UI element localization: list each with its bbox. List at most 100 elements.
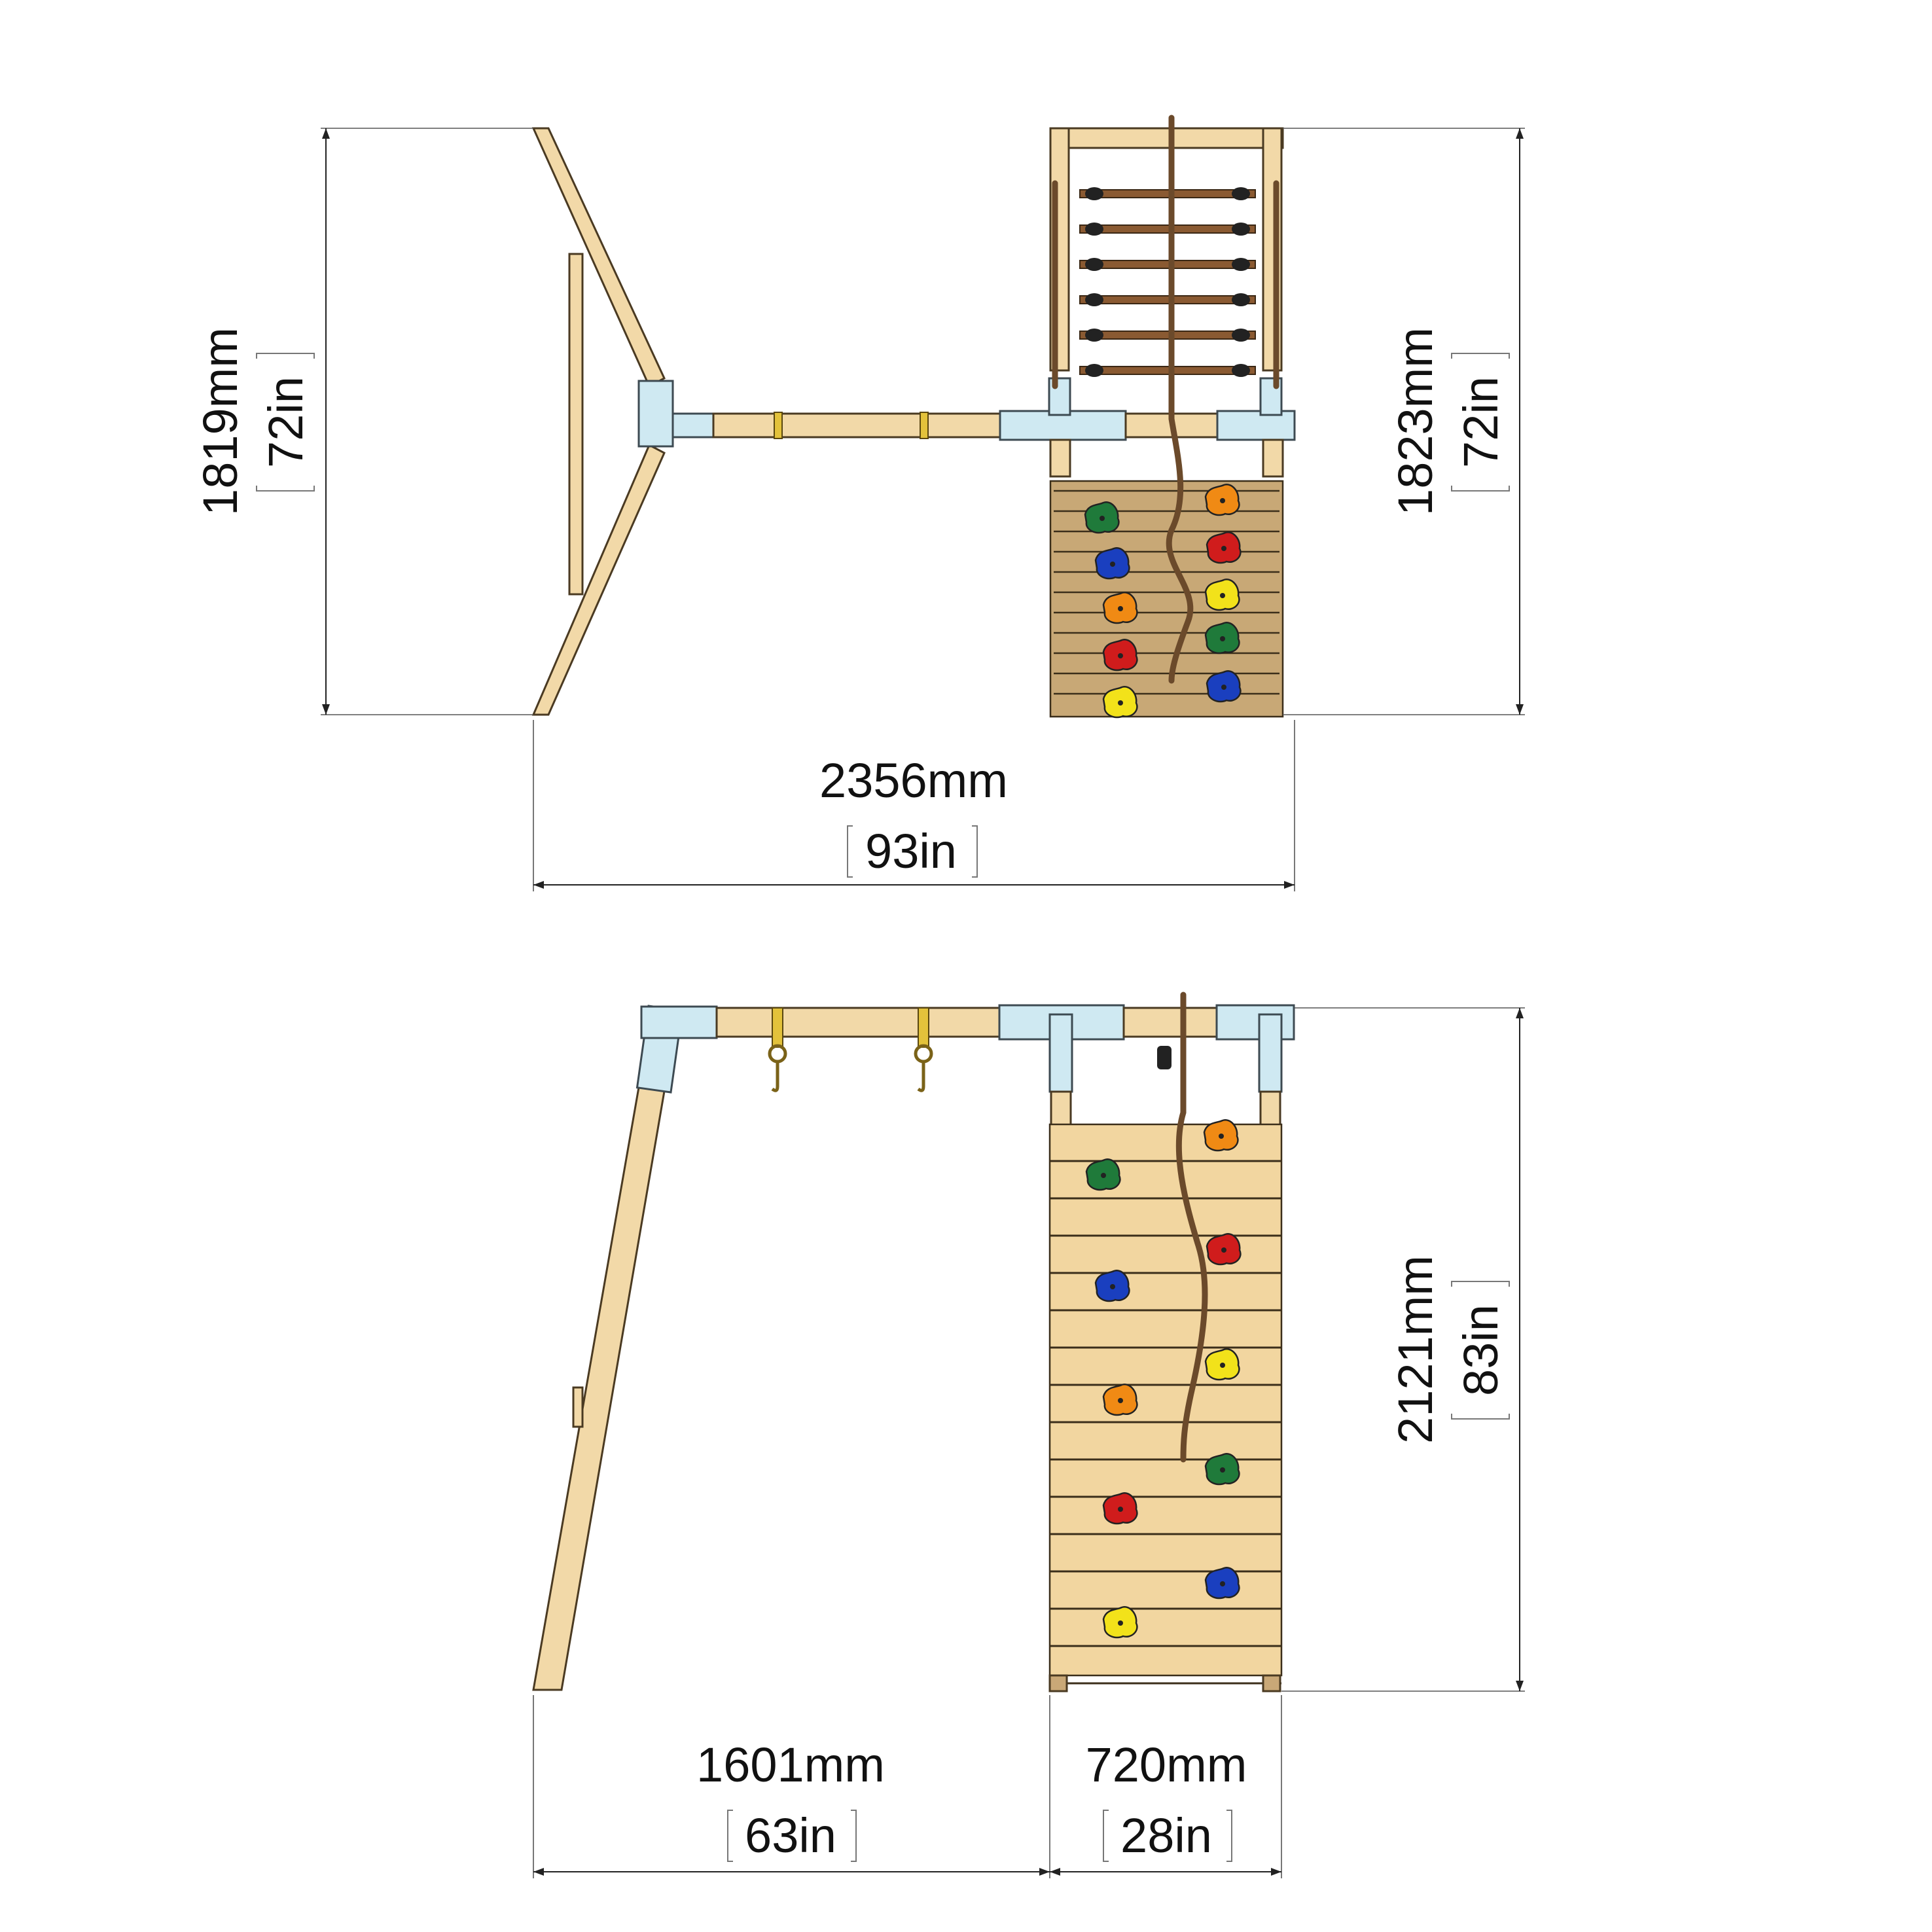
ladder-knot: [1232, 293, 1250, 306]
hold-bolt: [1118, 1398, 1123, 1403]
a-frame-bracket: [637, 380, 674, 448]
climbing-hold: [1084, 501, 1120, 534]
hold-bolt: [1118, 1620, 1123, 1626]
dim-top-right-height-mm: 1823mm: [1388, 327, 1442, 516]
climbing-hold: [1102, 592, 1138, 624]
dim-front-height-mm: 2121mm: [1388, 1255, 1442, 1444]
swing-hook-front-1: [768, 1007, 787, 1092]
dim-top-left-height-mm: 1819mm: [193, 327, 247, 516]
climbing-hold: [1206, 531, 1242, 564]
hold-bolt: [1220, 1581, 1225, 1586]
climbing-hold: [1204, 1453, 1240, 1486]
hold-bolt: [1220, 1363, 1225, 1368]
tower-lower-post-right: [1262, 438, 1284, 478]
hold-bolt: [1110, 1284, 1115, 1289]
dim-front-width-left: 1601mm 63in: [533, 1695, 1050, 1878]
climbing-hold: [1204, 484, 1240, 516]
climbing-holds-front: [1085, 1119, 1242, 1639]
beam-segment: [712, 412, 1003, 438]
dim-top-right-height: 1823mm 72in: [1283, 128, 1525, 715]
a-frame-brace: [568, 253, 584, 596]
climbing-hold: [1203, 1119, 1239, 1152]
dim-front-height: 2121mm 83in: [1281, 1007, 1525, 1692]
dim-top-width: 2356mm 93in: [533, 720, 1295, 891]
dim-front-width-right-in: 28in: [1120, 1808, 1212, 1863]
dim-top-left-height-in: 72in: [259, 376, 313, 468]
hold-bolt: [1100, 516, 1105, 521]
climbing-hold: [1102, 1492, 1138, 1525]
beam-connector-right: [1216, 410, 1296, 441]
climbing-holds-top: [1084, 484, 1242, 719]
tower-front-bracket-right: [1258, 1013, 1283, 1093]
dim-front-width-left-mm: 1601mm: [696, 1738, 885, 1792]
ladder-knot: [1232, 223, 1250, 236]
a-frame-brace-front: [572, 1386, 584, 1428]
top-view: 1819mm 72in 1823mm 72in 2356mm: [193, 115, 1525, 891]
tower-bracket-right: [1259, 377, 1283, 416]
hold-bolt: [1101, 1173, 1106, 1178]
hold-bolt: [1118, 700, 1123, 706]
hold-bolt: [1219, 1134, 1224, 1139]
ladder-knot: [1232, 187, 1250, 200]
hold-bolt: [1220, 636, 1225, 641]
ladder-knot: [1232, 364, 1250, 377]
rope-ladder: [1052, 180, 1279, 389]
dim-top-width-in: 93in: [865, 824, 957, 878]
hold-bolt: [1118, 606, 1123, 611]
hold-bolt: [1220, 593, 1225, 598]
ladder-knot: [1085, 364, 1103, 377]
hold-bolt: [1118, 653, 1123, 658]
top-beam-front-view: [640, 1004, 1295, 1092]
ladder-knot: [1232, 329, 1250, 342]
dim-front-width-left-in: 63in: [745, 1808, 836, 1863]
climbing-hold: [1102, 686, 1138, 719]
dim-front-width-right: 720mm 28in: [1050, 1695, 1282, 1878]
climbing-wall-front: [1048, 1123, 1283, 1685]
hold-bolt: [1220, 498, 1225, 503]
a-frame-lower-leg: [531, 443, 666, 716]
ladder-rung: [1079, 224, 1256, 234]
dim-top-width-mm: 2356mm: [819, 753, 1008, 808]
ladder-rung: [1079, 331, 1256, 340]
climbing-hold: [1204, 1567, 1240, 1600]
tower-front-post-right: [1259, 1090, 1281, 1127]
swing-hook-1: [774, 412, 783, 439]
ladder-knot: [1085, 258, 1103, 271]
a-frame-upper-leg: [531, 127, 666, 388]
hold-bolt: [1221, 685, 1226, 690]
swing-hook-front-2: [914, 1007, 933, 1092]
dim-front-height-in: 83in: [1454, 1304, 1508, 1396]
tower-top-view: [1048, 115, 1284, 719]
ladder-rung: [1079, 189, 1256, 198]
climbing-rope-front: [1175, 992, 1208, 1463]
climbing-hold: [1102, 639, 1138, 671]
climbing-rope-top: [1166, 115, 1194, 684]
beam-front-segment-right: [1122, 1007, 1218, 1038]
climbing-hold: [1206, 670, 1242, 703]
ladder-knot: [1232, 258, 1250, 271]
tower-top-rail: [1049, 127, 1284, 149]
top-beam-top-view: [712, 410, 1296, 441]
tower-lower-post-left: [1049, 438, 1071, 478]
dim-front-width-right-mm: 720mm: [1086, 1738, 1247, 1792]
hold-bolt: [1220, 1467, 1225, 1473]
climbing-hold: [1204, 1348, 1240, 1381]
a-frame-front: [532, 1005, 684, 1691]
climbing-hold: [1094, 547, 1130, 580]
climbing-hold: [1204, 622, 1240, 654]
climbing-hold: [1102, 1384, 1138, 1416]
a-frame-bracket-plate: [671, 412, 715, 438]
ladder-knot: [1085, 187, 1103, 200]
tower-front-post-left: [1050, 1090, 1072, 1127]
tower-foot-right: [1262, 1674, 1281, 1692]
climbing-hold: [1102, 1606, 1138, 1639]
hold-bolt: [1118, 1507, 1123, 1512]
dim-top-right-height-in: 72in: [1454, 376, 1508, 468]
swing-hook-2: [920, 412, 929, 439]
ladder-knot: [1085, 223, 1103, 236]
ladder-rung: [1079, 260, 1256, 269]
tower-foot-left: [1048, 1674, 1068, 1692]
hold-bolt: [1221, 546, 1226, 551]
climbing-hold: [1085, 1158, 1121, 1191]
